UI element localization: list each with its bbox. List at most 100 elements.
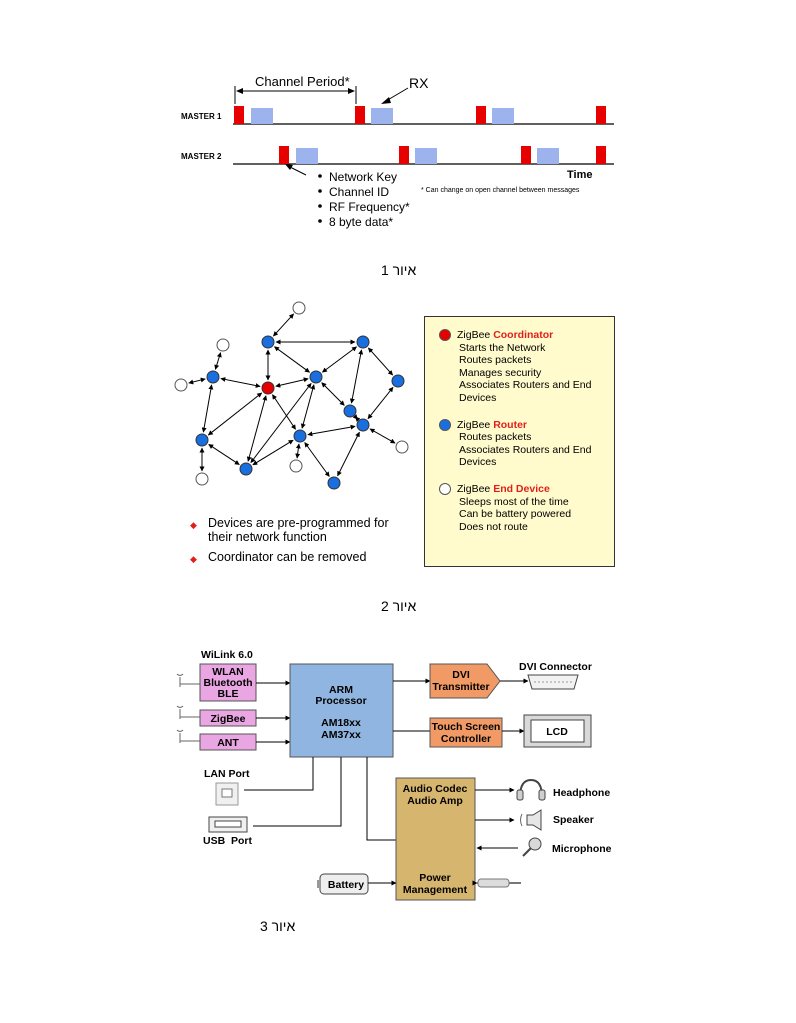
power-line: Power (419, 872, 451, 884)
dvi-transmitter-block (429, 663, 501, 699)
end-device-node (174, 378, 188, 392)
speaker-icon (520, 809, 542, 831)
microphone-icon (522, 837, 542, 857)
legend-end-device-line: Does not route (459, 520, 528, 533)
mesh-link (337, 431, 360, 477)
legend-router: ZigBee Router Routes packets Associates … (439, 419, 614, 469)
zigbee-legend: ZigBee Coordinator Starts the Network Ro… (424, 316, 615, 567)
lan-port-label: LAN Port (204, 768, 250, 780)
master1-tx-slot (234, 106, 244, 124)
dvi-connector-label: DVI Connector (519, 661, 592, 673)
antenna-icon (176, 729, 200, 743)
lcd-screen (530, 719, 585, 743)
lcd-label: LCD (546, 726, 568, 738)
f1-footnote: * Can change on open channel between mes… (421, 187, 580, 194)
ble-label: BLE (218, 688, 239, 700)
diamond-bullet-icon: ◆ (190, 554, 197, 564)
mesh-link (295, 443, 301, 459)
f2-bullet: Devices are pre-programmed for their net… (208, 516, 389, 544)
master1-rx-slot (251, 108, 273, 124)
legend-coordinator-prefix: ZigBee (457, 329, 494, 341)
router-node (293, 429, 307, 443)
rx-label: RX (409, 75, 429, 91)
lan-port-icon (215, 782, 239, 806)
mesh-link (321, 382, 345, 406)
legend-end-device-prefix: ZigBee (457, 482, 494, 495)
legend-coordinator: ZigBee Coordinator Starts the Network Ro… (439, 329, 614, 405)
f1-bullet-channel-id: Channel ID (329, 185, 389, 199)
ant-block-label: ANT (217, 737, 239, 749)
router-node (391, 374, 405, 388)
figure-1-caption: איור 1 (381, 262, 417, 278)
mesh-link (252, 439, 294, 466)
legend-router-prefix: ZigBee (457, 418, 494, 431)
legend-end-device-line: Sleeps most of the time (459, 495, 569, 508)
audio-line: Audio Amp (407, 795, 463, 807)
legend-coordinator-line: Manages security (459, 366, 542, 379)
f1-bullet-network-key: Network Key (329, 170, 397, 184)
figure-2-caption: איור 2 (381, 598, 417, 614)
router-node (356, 335, 370, 349)
figure-3-caption: איור 3 (260, 918, 296, 934)
router-node (261, 335, 275, 349)
arm-line: ARM (329, 684, 353, 696)
end-device-node (292, 301, 306, 315)
arm-line: AM37xx (321, 729, 361, 741)
f1-bullet-8-byte-data: 8 byte data* (329, 215, 393, 229)
time-label: Time (567, 169, 592, 181)
master2-tx-slot (521, 146, 531, 164)
mesh-link (304, 442, 330, 477)
mesh-link (188, 377, 206, 385)
master1-label: MASTER 1 (181, 112, 222, 121)
master2-rx-slot (415, 148, 437, 164)
usb-port-label: USB Port (203, 835, 253, 847)
legend-coordinator-line: Starts the Network (459, 341, 546, 354)
diamond-bullet-icon: ◆ (190, 520, 197, 530)
router-node (327, 476, 341, 490)
mesh-link (274, 346, 310, 373)
f2-bullet: Coordinator can be removed (208, 550, 367, 564)
legend-router-line: Routes packets (459, 431, 532, 444)
battery-icon (317, 873, 369, 895)
master2-rx-slot (296, 148, 318, 164)
router-node (239, 462, 253, 476)
usb-port-icon (208, 816, 248, 833)
headphone-icon (516, 778, 546, 801)
power-plug-icon (477, 878, 521, 888)
router-dot-icon (439, 418, 451, 431)
audio-line: Audio Codec (403, 783, 468, 795)
end-device-node (216, 338, 230, 352)
master2-tx-slot (279, 146, 289, 164)
touch-screen-controller-block (429, 717, 503, 748)
legend-coordinator-line: Associates Routers and End Devices (459, 379, 592, 404)
wlan-label: WLAN (212, 666, 244, 678)
legend-router-type: Router (493, 418, 528, 431)
dvi-tx-line: Transmitter (432, 681, 489, 693)
router-node (195, 433, 209, 447)
legend-end-device-line: Can be battery powered (459, 508, 572, 521)
master1-tx-slot (355, 106, 365, 124)
figure-3-block-diagram: WiLink 6.0 WLAN Bluetooth BLE ZigBee ANT… (176, 649, 612, 901)
audio-power-block (395, 777, 476, 901)
arm-line: Processor (315, 695, 366, 707)
master2-rx-slot (537, 148, 559, 164)
end-device-dot-icon (439, 483, 451, 496)
mesh-link (307, 424, 356, 437)
antenna-icon (176, 705, 200, 719)
end-device-node (395, 440, 409, 454)
router-node (309, 370, 323, 384)
end-device-node (195, 472, 209, 486)
figure-1-timing-diagram: Channel Period* RX MASTER 1 MASTER 2 Tim… (181, 74, 614, 229)
coordinator-node (261, 381, 275, 395)
coordinator-dot-icon (439, 329, 451, 342)
mesh-link (349, 349, 364, 404)
legend-router-line: Associates Routers and End Devices (459, 443, 592, 469)
mesh-link (367, 347, 394, 376)
mesh-link (208, 443, 240, 466)
master2-label: MASTER 2 (181, 152, 222, 161)
master2-tx-slot (399, 146, 409, 164)
master1-rx-slot (371, 108, 393, 124)
legend-coordinator-type: Coordinator (493, 329, 554, 341)
channel-period-label: Channel Period* (255, 74, 350, 89)
master1-rx-slot (492, 108, 514, 124)
